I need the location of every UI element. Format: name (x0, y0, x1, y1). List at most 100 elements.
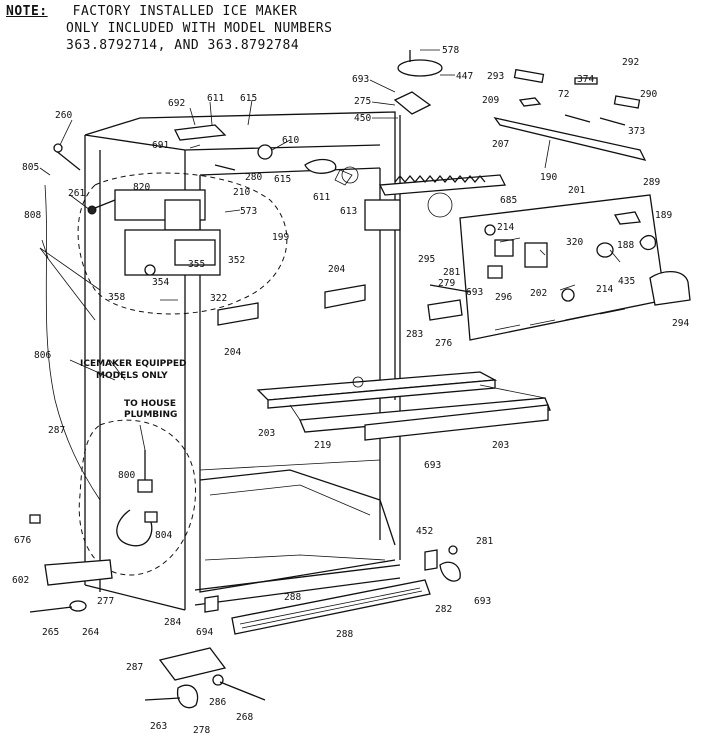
label-268: 268 (236, 712, 253, 723)
label-805: 805 (22, 162, 39, 173)
label-800: 800 (118, 470, 135, 481)
label-210: 210 (233, 187, 250, 198)
cabinet-liner (84, 111, 401, 611)
control-panel-201 (459, 194, 666, 341)
label-806: 806 (34, 350, 51, 361)
bottom-grille (231, 579, 431, 635)
shelf-assembly (256, 371, 551, 441)
label-611: 611 (207, 93, 224, 104)
icemaker-note-line-2: MODELS ONLY (96, 371, 168, 381)
label-602: 602 (12, 575, 29, 586)
damper-assembly-207 (334, 169, 507, 231)
label-693-top: 693 (352, 74, 369, 85)
label-214-a: 214 (497, 222, 514, 233)
label-292: 292 (622, 57, 639, 68)
water-valve-assembly (116, 450, 158, 547)
label-190: 190 (540, 172, 557, 183)
ice-maker-assembly (87, 189, 221, 276)
label-450: 450 (354, 113, 371, 124)
label-72: 72 (558, 89, 569, 100)
factory-note: NOTE: FACTORY INSTALLED ICE MAKER ONLY I… (6, 3, 332, 54)
label-261: 261 (68, 188, 85, 199)
label-452: 452 (416, 526, 433, 537)
label-288-top: 288 (284, 592, 301, 603)
label-209: 209 (482, 95, 499, 106)
label-276: 276 (435, 338, 452, 349)
label-694: 694 (196, 627, 213, 638)
label-613: 613 (340, 206, 357, 217)
label-290: 290 (640, 89, 657, 100)
label-573: 573 (240, 206, 257, 217)
label-578: 578 (442, 45, 459, 56)
annotations: ICEMAKER EQUIPPED MODELS ONLY TO HOUSE P… (80, 359, 186, 420)
label-282: 282 (435, 604, 452, 615)
label-260: 260 (55, 110, 72, 121)
label-287-left: 287 (48, 425, 65, 436)
label-352: 352 (228, 255, 245, 266)
label-207: 207 (492, 139, 509, 150)
label-204-left: 204 (224, 347, 241, 358)
label-287-bottom: 287 (126, 662, 143, 673)
label-295: 295 (418, 254, 435, 265)
label-294: 294 (672, 318, 689, 329)
label-610: 610 (282, 135, 299, 146)
top-controls-parts (174, 50, 443, 184)
label-289: 289 (643, 177, 660, 188)
label-447: 447 (456, 71, 473, 82)
label-284: 284 (164, 617, 181, 628)
label-277: 277 (97, 596, 114, 607)
knob-189 (639, 235, 657, 251)
label-199: 199 (272, 232, 289, 243)
label-355: 355 (188, 259, 205, 270)
label-692: 692 (168, 98, 185, 109)
label-296: 296 (495, 292, 512, 303)
label-281-low: 281 (476, 536, 493, 547)
plumbing-note-line-2: PLUMBING (124, 410, 177, 420)
label-373: 373 (628, 126, 645, 137)
label-280: 280 (245, 172, 262, 183)
icemaker-note-line-1: ICEMAKER EQUIPPED (80, 359, 186, 369)
note-label: NOTE: (6, 4, 48, 19)
label-374: 374 (577, 74, 594, 85)
label-201: 201 (568, 185, 585, 196)
label-358: 358 (108, 292, 125, 303)
label-202: 202 (530, 288, 547, 299)
label-693-low: 693 (424, 460, 441, 471)
left-bottom-parts (29, 514, 219, 613)
label-691: 691 (152, 140, 169, 151)
water-line-tube (44, 184, 101, 501)
label-804: 804 (155, 530, 172, 541)
label-203-right: 203 (492, 440, 509, 451)
leader-lines (39, 49, 621, 451)
label-615-top: 615 (240, 93, 257, 104)
label-275: 275 (354, 96, 371, 107)
label-278: 278 (193, 725, 210, 736)
shelf-brackets (217, 284, 471, 326)
note-line-1: FACTORY INSTALLED ICE MAKER (72, 4, 298, 19)
label-214-b: 214 (596, 284, 613, 295)
label-322: 322 (210, 293, 227, 304)
note-line-3: 363.8792714, AND 363.8792784 (66, 38, 300, 53)
label-435: 435 (618, 276, 635, 287)
label-808: 808 (24, 210, 41, 221)
label-286: 286 (209, 697, 226, 708)
label-264: 264 (82, 627, 99, 638)
handle-294 (649, 271, 691, 306)
label-204-right: 204 (328, 264, 345, 275)
icemaker-region-outline (77, 172, 288, 315)
label-320: 320 (566, 237, 583, 248)
label-293: 293 (487, 71, 504, 82)
label-693-mid: 693 (466, 287, 483, 298)
note-line-2: ONLY INCLUDED WITH MODEL NUMBERS (66, 21, 333, 36)
label-820: 820 (133, 182, 150, 193)
label-615-mid: 615 (274, 174, 291, 185)
label-685: 685 (500, 195, 517, 206)
label-263: 263 (150, 721, 167, 732)
label-354: 354 (152, 277, 169, 288)
label-203-left: 203 (258, 428, 275, 439)
label-288-bottom: 288 (336, 629, 353, 640)
bottom-hinge (144, 647, 266, 709)
plumbing-region-outline (78, 419, 197, 576)
label-265: 265 (42, 627, 59, 638)
